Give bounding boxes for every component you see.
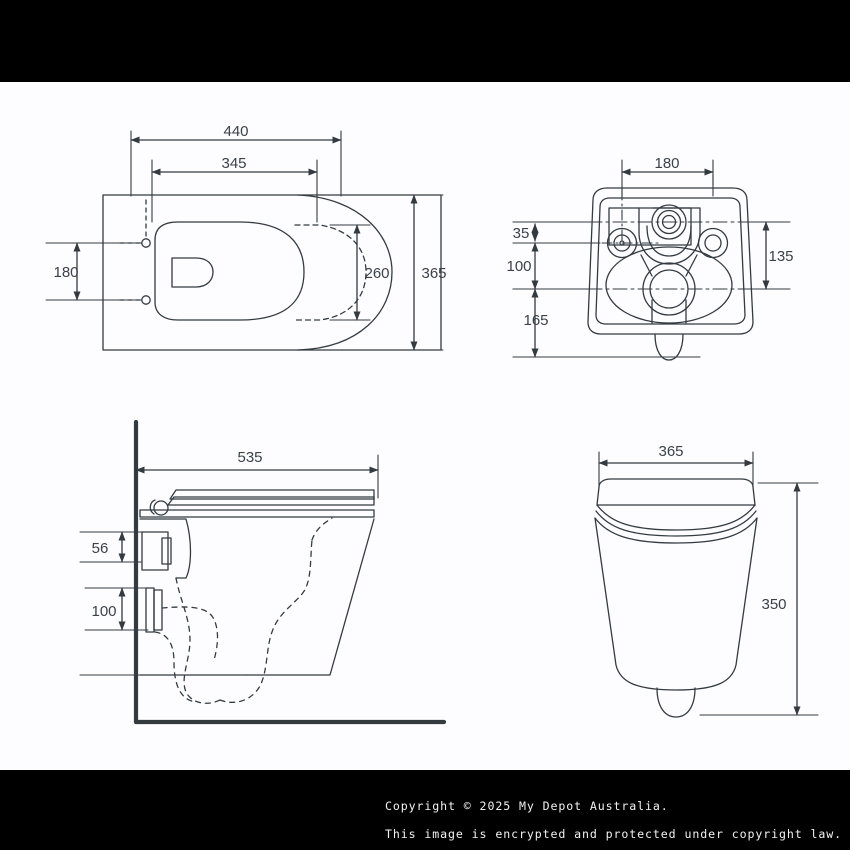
side-outlet-box-a [145, 587, 155, 633]
plan-fixing-hole-lower [141, 295, 151, 305]
plan-label-345: 345 [221, 155, 246, 172]
side-pan-right-taper [245, 518, 375, 676]
rear-spoke-left [640, 254, 653, 277]
copyright-line-1: Copyright © 2025 My Depot Australia. [385, 799, 669, 813]
side-inlet-box [141, 531, 169, 571]
side-outlet-box-b [153, 589, 163, 631]
rear-label-135: 135 [768, 248, 793, 265]
rear-upper-panel [608, 207, 692, 246]
side-pan-top-left [139, 518, 192, 579]
rear-label-165: 165 [523, 312, 548, 329]
rear-body-inner [595, 197, 746, 325]
rear-label-100: 100 [506, 258, 531, 275]
side-lid-mid [167, 496, 375, 506]
drawing-canvas [0, 82, 850, 770]
rear-top-boss-arc [646, 225, 692, 257]
rear-bolt-right-inner [704, 234, 722, 252]
plan-fixing-hole-upper [141, 238, 151, 248]
side-trapway-dashed-upper [161, 606, 219, 661]
plan-view-group [45, 130, 444, 351]
front-view-group [594, 451, 819, 718]
letterbox-bar-top [0, 0, 850, 82]
rear-pan-ellipse [605, 246, 733, 324]
side-view-group [79, 419, 447, 725]
rear-label-180: 180 [654, 155, 679, 172]
side-lid-top [169, 489, 375, 500]
plan-label-440: 440 [223, 123, 248, 140]
side-label-56: 56 [92, 540, 109, 557]
plan-bowl-rim [297, 194, 393, 351]
front-lid-cap [596, 478, 756, 506]
side-label-100: 100 [91, 603, 116, 620]
rear-body-outer [587, 187, 754, 335]
side-trapway-dashed-right [219, 539, 313, 703]
front-seat-ring-1 [596, 504, 756, 531]
rear-bottom-nub [654, 333, 684, 361]
plan-seat-outline [154, 221, 305, 321]
plan-label-260: 260 [364, 265, 389, 282]
front-label-365: 365 [658, 443, 683, 460]
front-label-350: 350 [761, 596, 786, 613]
plan-bowl-inner-dashed [294, 224, 367, 321]
rear-spoke-right [685, 254, 698, 277]
copyright-notice: Copyright © 2025 My Depot Australia. Thi… [385, 792, 850, 848]
letterbox-bar-bottom [0, 770, 850, 850]
side-hinge-boss [153, 500, 169, 516]
side-seat-band [139, 509, 375, 518]
front-body-taper [594, 517, 758, 691]
side-inlet-flange [161, 537, 172, 565]
plan-label-365: 365 [421, 265, 446, 282]
plan-label-180: 180 [53, 264, 78, 281]
front-outlet-nub [656, 687, 696, 718]
plan-outline [102, 194, 442, 351]
copyright-line-2: This image is encrypted and protected un… [385, 827, 843, 841]
side-rim-dashed [311, 517, 333, 541]
front-seat-ring-3 [594, 517, 758, 544]
plan-seat-cutout [171, 257, 214, 288]
side-trapway-dashed-left [175, 577, 221, 704]
side-label-535: 535 [237, 449, 262, 466]
rear-view-group [512, 159, 791, 361]
side-trapway-dashed-lower [154, 631, 197, 703]
side-hinge-curve [149, 499, 156, 515]
rear-label-35: 35 [513, 225, 530, 242]
front-seat-ring-2 [595, 510, 757, 537]
